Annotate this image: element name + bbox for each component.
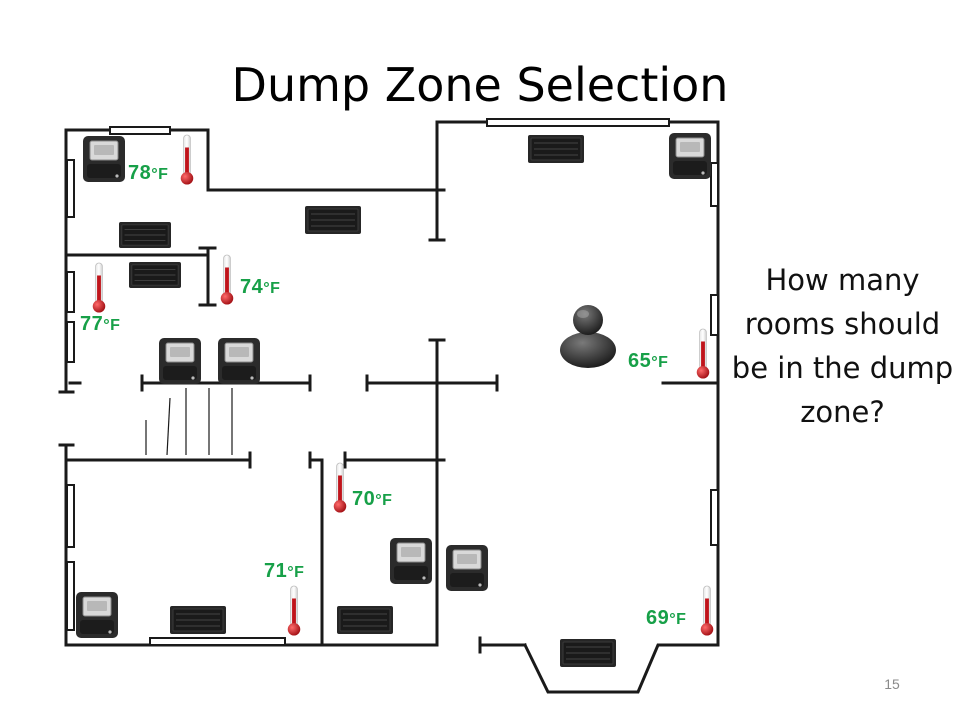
temperature-label: 71°F bbox=[264, 560, 305, 582]
zone-dampers bbox=[76, 133, 711, 638]
temperature-label: 78°F bbox=[128, 162, 169, 184]
thermometer-icon bbox=[220, 254, 234, 306]
register-vent-icon bbox=[336, 606, 394, 634]
thermometer-icon bbox=[180, 134, 194, 186]
person-icon bbox=[560, 305, 616, 368]
zone-damper-icon bbox=[83, 136, 125, 182]
zone-damper-icon bbox=[76, 592, 118, 638]
register-vent-icon bbox=[128, 262, 182, 288]
register-vents bbox=[118, 135, 616, 667]
temperature-label: 77°F bbox=[80, 313, 121, 335]
thermometer-icon bbox=[287, 585, 301, 637]
register-vent-icon bbox=[528, 135, 584, 163]
zone-damper-icon bbox=[218, 338, 260, 384]
zone-damper-icon bbox=[159, 338, 201, 384]
temperature-label: 74°F bbox=[240, 276, 281, 298]
slide-title: Dump Zone Selection bbox=[231, 58, 729, 112]
temperature-label: 69°F bbox=[646, 607, 687, 629]
register-vent-icon bbox=[560, 639, 616, 667]
register-vent-icon bbox=[169, 606, 227, 634]
temperature-label: 70°F bbox=[352, 488, 393, 510]
zone-damper-icon bbox=[390, 538, 432, 584]
zone-damper-icon bbox=[669, 133, 711, 179]
temperature-label: 65°F bbox=[628, 350, 669, 372]
windows bbox=[66, 118, 719, 646]
thermometer-icon bbox=[696, 328, 710, 380]
thermometer-icon bbox=[92, 262, 106, 314]
thermometer-icon bbox=[700, 585, 714, 637]
page-number: 15 bbox=[884, 676, 900, 692]
thermometer-icon bbox=[333, 462, 347, 514]
register-vent-icon bbox=[118, 222, 172, 248]
zone-damper-icon bbox=[446, 545, 488, 591]
question-text: How many rooms should be in the dump zon… bbox=[731, 263, 954, 429]
register-vent-icon bbox=[305, 206, 361, 234]
stairs bbox=[145, 388, 233, 456]
